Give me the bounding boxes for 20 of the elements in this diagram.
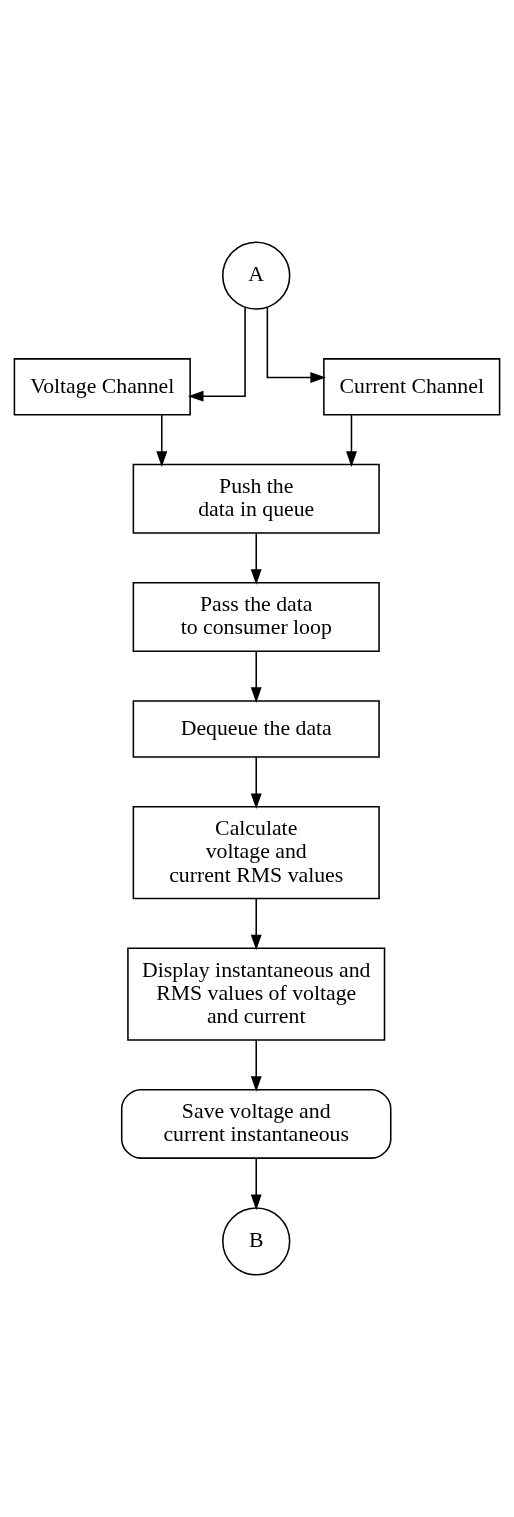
node-box: Dequeue the data [132,700,380,758]
node-box: Display instantaneous and RMS values of voltage and current [127,947,386,1041]
arrow [250,651,262,703]
node-box: Save voltage and current instantaneous [120,1088,392,1159]
arrow [266,306,326,383]
node-circle: A [222,241,291,310]
arrow [187,306,246,402]
node-box: Current Channel [323,358,501,416]
arrow [250,532,262,585]
node-box: Pass the data to consumer loop [132,582,380,652]
node-circle: B [222,1207,291,1276]
node-box: Calculate voltage and current RMS values [132,805,380,900]
node-box: Voltage Channel [13,358,191,416]
arrow [250,897,262,951]
arrow [250,1157,262,1211]
arrow [250,1039,262,1092]
node-box: Push the data in queue [132,463,380,534]
arrow [250,756,262,810]
arrow [346,414,357,467]
arrow [156,414,168,467]
